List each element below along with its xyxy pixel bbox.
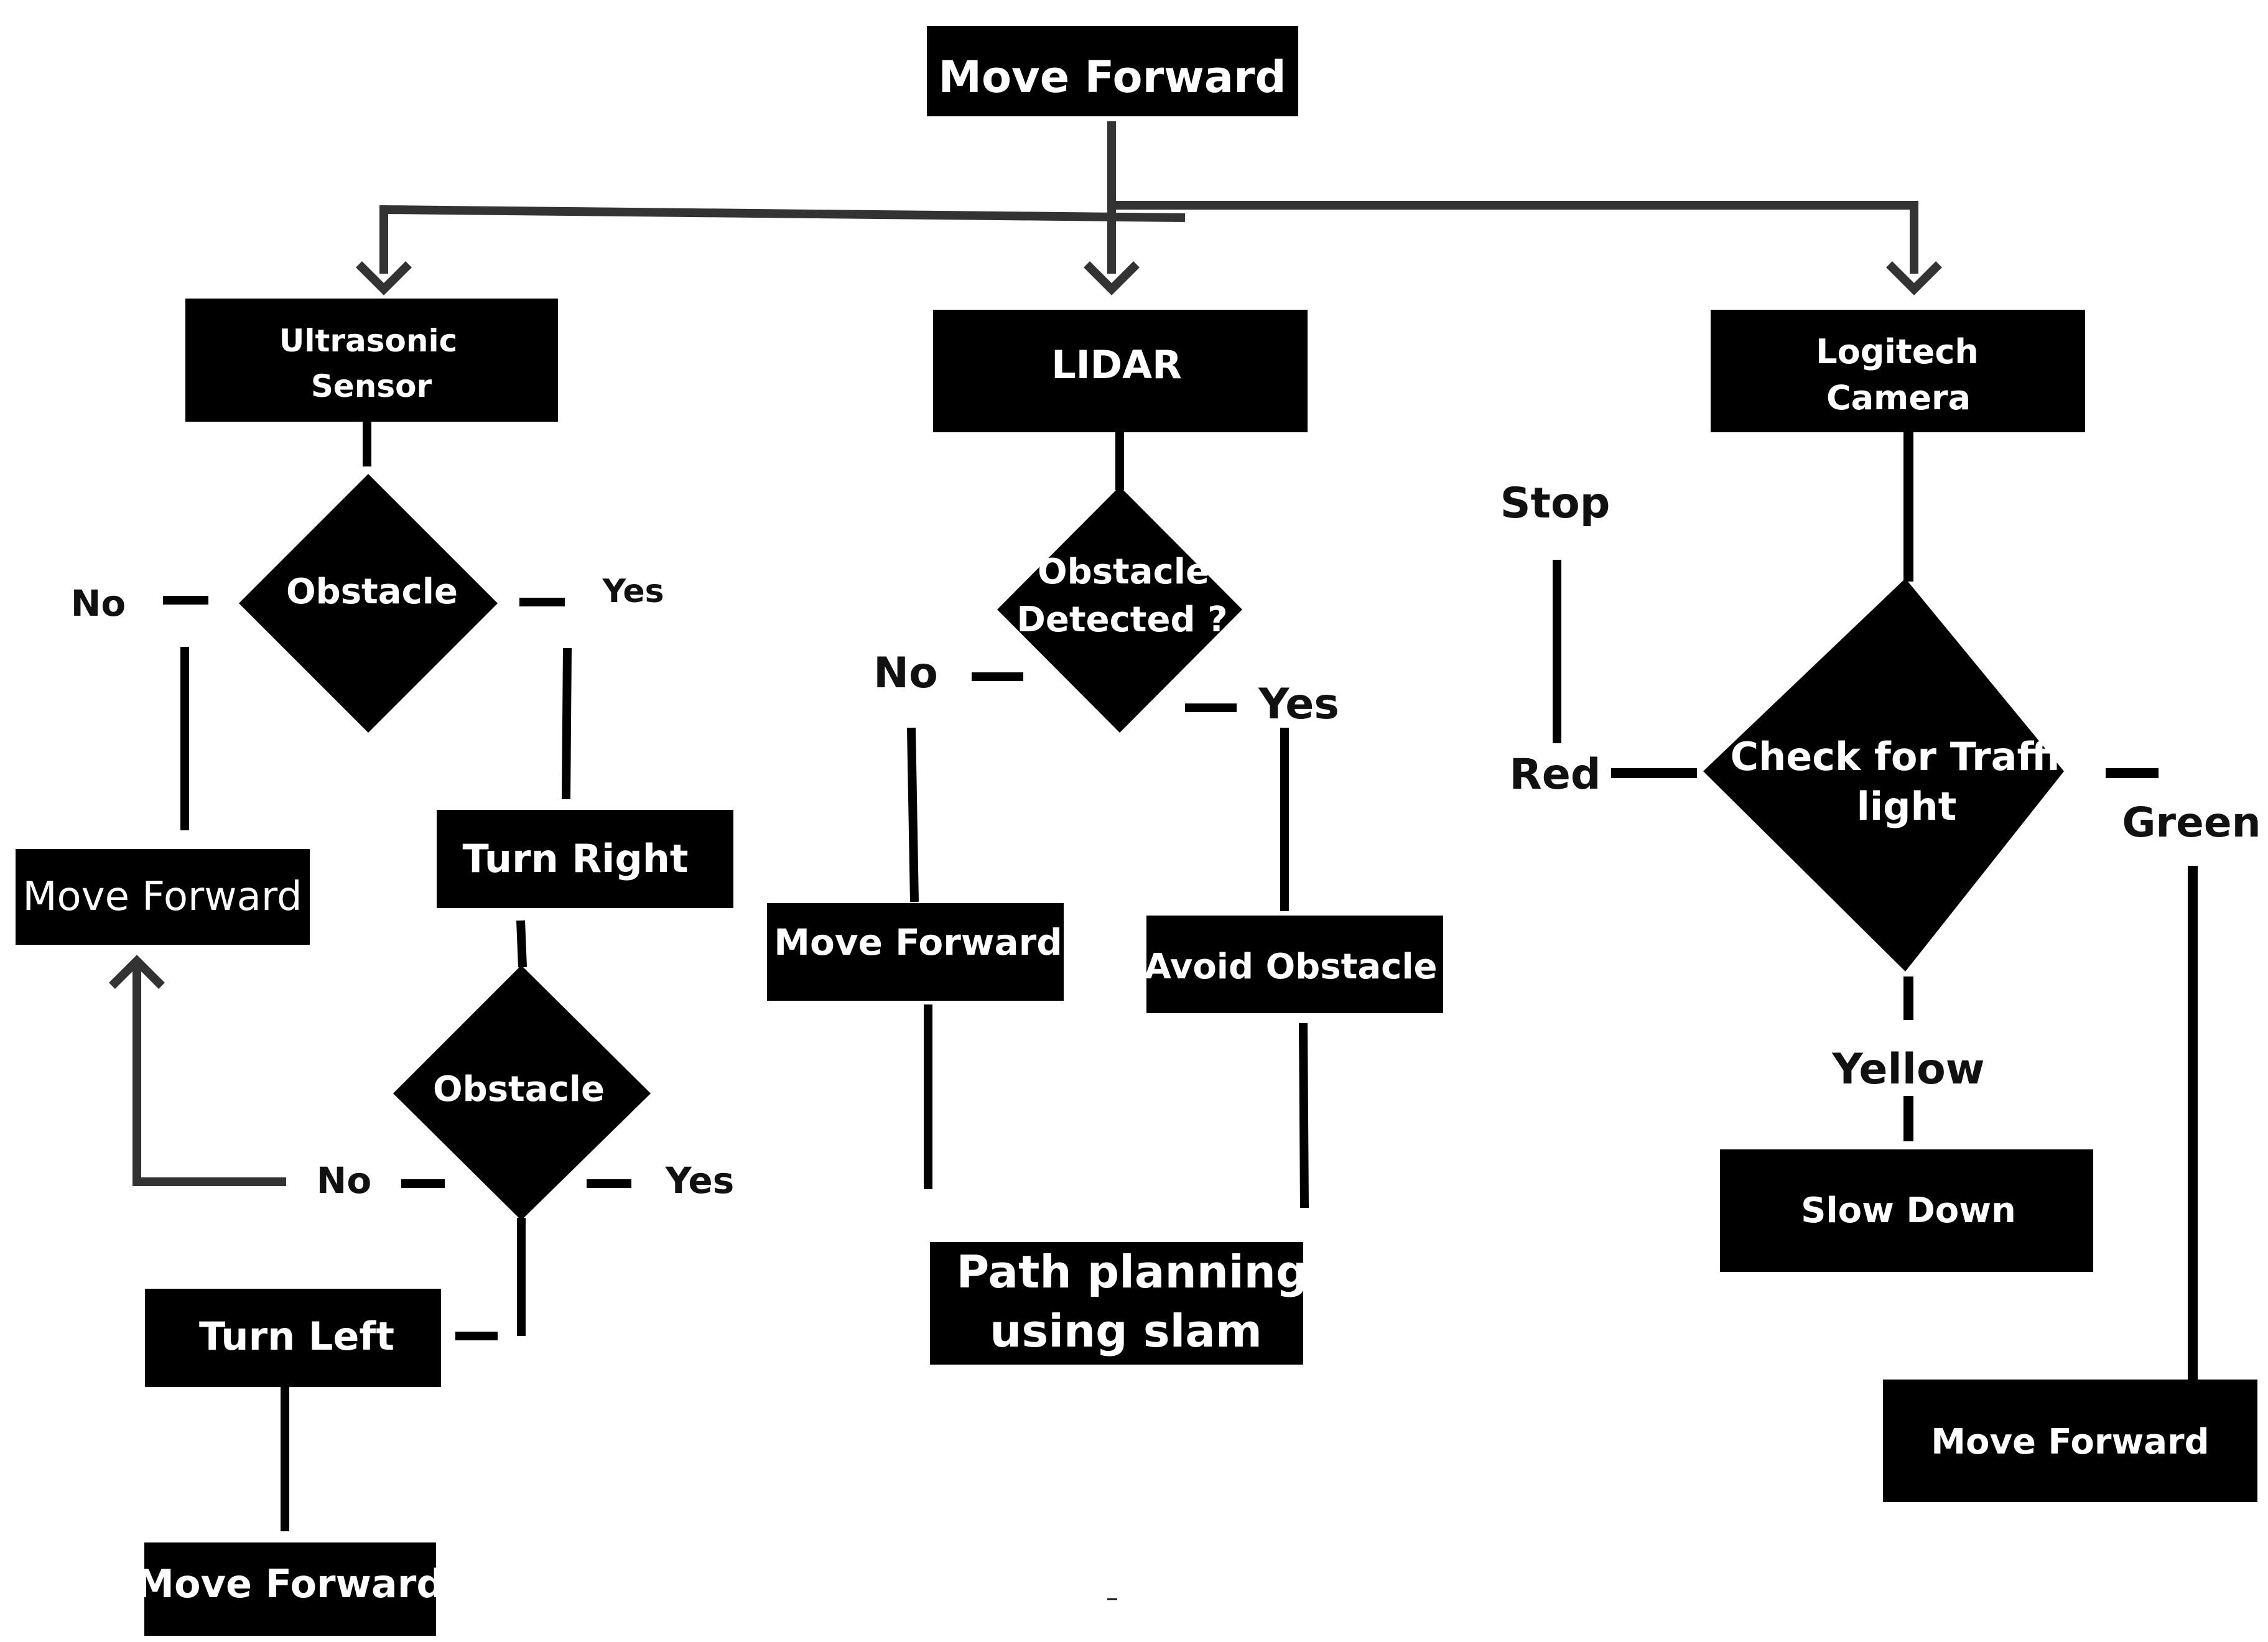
path-planning-label-line2: using slam bbox=[990, 1305, 1262, 1357]
traffic-light-label-line2: light bbox=[1857, 784, 1957, 829]
traffic-light-label-line1: Check for Traffic bbox=[1731, 734, 2083, 779]
camera-label-line2: Camera bbox=[1826, 378, 1971, 417]
ultrasonic-move-forward-label: Move Forward bbox=[22, 874, 302, 920]
ultrasonic-move-forward-bottom-box bbox=[144, 1542, 436, 1636]
yellow-label: Yellow bbox=[1831, 1045, 1984, 1094]
ultrasonic-move-forward-box bbox=[16, 849, 310, 945]
camera-move-forward-box bbox=[1883, 1380, 2257, 1502]
lidar-yes-label: Yes bbox=[1258, 680, 1339, 729]
lidar-no-label: No bbox=[873, 649, 938, 698]
root-move-forward-label: Move Forward bbox=[938, 52, 1286, 103]
ultrasonic-sensor-label-line2: Sensor bbox=[311, 368, 432, 404]
camera-label-line1: Logitech bbox=[1816, 332, 1979, 371]
avoid-obstacle-box bbox=[1146, 916, 1443, 1013]
turn-right-label: Turn Right bbox=[462, 836, 688, 881]
traffic-light-decision bbox=[1703, 578, 2064, 972]
footer-mark: – bbox=[1106, 1584, 1118, 1612]
lidar-label: LIDAR bbox=[1051, 342, 1182, 387]
path-planning-box bbox=[930, 1242, 1303, 1365]
ultrasonic-obstacle-label: Obstacle bbox=[286, 572, 458, 612]
ultrasonic-yes2-label: Yes bbox=[665, 1159, 735, 1202]
lidar-box bbox=[933, 310, 1308, 432]
ultrasonic-sensor-box bbox=[185, 299, 558, 422]
turn-right-box bbox=[437, 810, 733, 908]
ultrasonic-obstacle2-decision bbox=[393, 965, 651, 1220]
turn-left-box bbox=[145, 1289, 441, 1387]
lidar-decision-label-line2: Detected ? bbox=[1016, 600, 1227, 640]
ultrasonic-branch: Ultrasonic Sensor Obstacle No Yes Move F… bbox=[16, 299, 734, 1636]
top-connectors bbox=[356, 121, 1942, 295]
ultrasonic-move-forward-bottom-label: Move Forward bbox=[136, 1561, 444, 1607]
avoid-obstacle-label: Avoid Obstacle bbox=[1144, 947, 1437, 987]
camera-move-forward-label: Move Forward bbox=[1931, 1422, 2209, 1462]
logitech-camera-box bbox=[1711, 310, 2085, 432]
green-label: Green bbox=[2122, 799, 2261, 847]
path-planning-label-line1: Path planning bbox=[957, 1246, 1308, 1298]
red-label: Red bbox=[1509, 750, 1601, 799]
ultrasonic-yes-label: Yes bbox=[602, 573, 664, 610]
lidar-move-forward-label: Move Forward bbox=[774, 921, 1062, 963]
ultrasonic-no-label: No bbox=[71, 582, 126, 624]
ultrasonic-obstacle2-label: Obstacle bbox=[433, 1069, 605, 1110]
ultrasonic-no2-label: No bbox=[317, 1159, 371, 1202]
lidar-branch: LIDAR Obstacle Detected ? No Yes Move Fo… bbox=[767, 310, 1443, 1365]
ultrasonic-obstacle-decision bbox=[239, 474, 498, 733]
lidar-move-forward-box bbox=[767, 903, 1064, 1001]
lidar-obstacle-decision bbox=[997, 486, 1242, 733]
camera-branch: Logitech Camera Check for Traffic light … bbox=[1500, 310, 2261, 1502]
root-move-forward-box: Move Forward bbox=[927, 26, 1298, 116]
lidar-decision-label-line1: Obstacle bbox=[1038, 552, 1209, 592]
ultrasonic-sensor-label-line1: Ultrasonic bbox=[279, 323, 458, 359]
stop-label: Stop bbox=[1500, 479, 1610, 528]
slow-down-label: Slow Down bbox=[1801, 1190, 2016, 1231]
turn-left-label: Turn Left bbox=[199, 1314, 394, 1359]
slow-down-box bbox=[1720, 1149, 2093, 1272]
